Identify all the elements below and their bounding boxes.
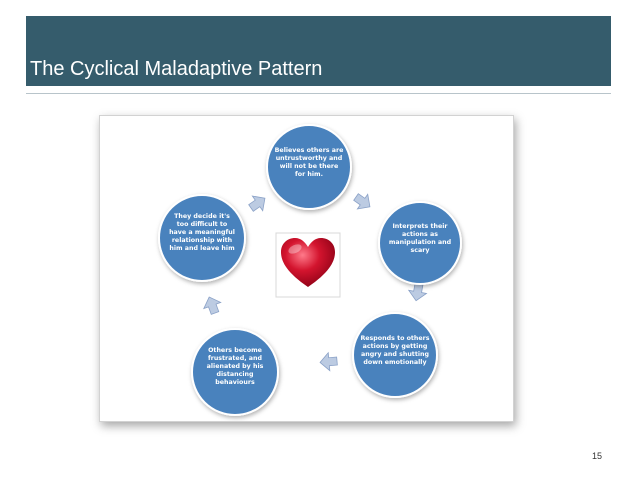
node-text-line: Interprets their <box>392 223 448 230</box>
node-text-line: Believes others are <box>275 147 344 154</box>
arrow-others-to-decide <box>203 296 222 315</box>
arrow-believes-to-interprets <box>353 193 371 210</box>
node-text-line: distancing <box>216 371 253 378</box>
node-text-line: scary <box>411 247 430 254</box>
node-text-line: untrustworthy and <box>276 155 343 162</box>
heart-icon <box>281 238 335 287</box>
center-heart <box>275 232 341 298</box>
node-text-line: behaviours <box>215 379 255 386</box>
node-text-line: for him. <box>295 171 323 178</box>
arrow-decide-to-believes <box>248 195 266 212</box>
arrow-responds-to-others <box>319 351 338 372</box>
node-text-line: angry and shutting <box>361 351 429 358</box>
node-text-line: too difficult to <box>177 221 228 228</box>
node-text-line: relationship with <box>172 237 232 244</box>
node-text-line: will not be there <box>280 163 339 170</box>
node-text-line: frustrated, and <box>208 355 262 362</box>
node-text-line: actions as <box>402 231 438 238</box>
node-text-line: alienated by his <box>207 363 264 370</box>
node-text-line: They decide it's <box>174 213 230 220</box>
node-text-line: actions by getting <box>363 343 428 350</box>
node-text-line: Others become <box>208 347 262 354</box>
node-text-line: Responds to others <box>360 335 429 342</box>
node-text-line: have a meaningful <box>169 229 235 236</box>
arrow-interprets-to-responds <box>407 282 428 302</box>
node-text-line: down emotionally <box>363 359 426 366</box>
title-bar <box>26 16 611 86</box>
page-number: 15 <box>592 451 603 461</box>
slide-title: The Cyclical Maladaptive Pattern <box>30 58 323 80</box>
node-text-line: him and leave him <box>169 245 235 252</box>
node-text-line: manipulation and <box>389 239 451 246</box>
title-divider <box>26 93 611 94</box>
